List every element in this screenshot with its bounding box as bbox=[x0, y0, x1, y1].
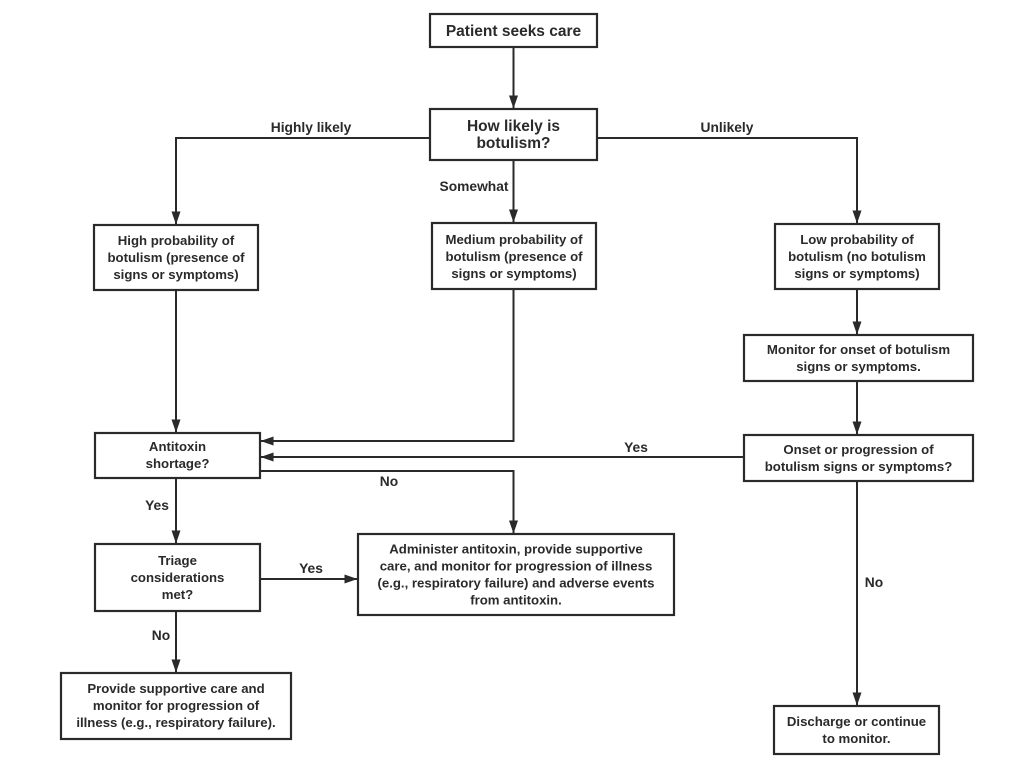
svg-text:to monitor.: to monitor. bbox=[822, 731, 890, 746]
svg-text:Yes: Yes bbox=[145, 498, 169, 513]
svg-text:illness (e.g., respiratory fai: illness (e.g., respiratory failure). bbox=[76, 715, 275, 730]
svg-text:botulism?: botulism? bbox=[476, 135, 550, 152]
svg-text:signs or symptoms): signs or symptoms) bbox=[113, 267, 238, 282]
svg-text:Triage: Triage bbox=[158, 553, 197, 568]
svg-text:from antitoxin.: from antitoxin. bbox=[470, 593, 562, 608]
svg-text:signs or symptoms): signs or symptoms) bbox=[794, 266, 919, 281]
svg-text:botulism (presence of: botulism (presence of bbox=[107, 250, 245, 265]
svg-text:No: No bbox=[152, 628, 170, 643]
svg-text:Highly likely: Highly likely bbox=[271, 120, 352, 135]
svg-text:No: No bbox=[865, 575, 883, 590]
svg-text:Unlikely: Unlikely bbox=[701, 120, 754, 135]
svg-text:No: No bbox=[380, 474, 398, 489]
svg-text:Antitoxin: Antitoxin bbox=[149, 439, 206, 454]
svg-text:Patient seeks care: Patient seeks care bbox=[446, 23, 582, 40]
svg-text:botulism (presence of: botulism (presence of bbox=[445, 249, 583, 264]
svg-text:shortage?: shortage? bbox=[146, 456, 210, 471]
svg-text:Administer antitoxin, provide: Administer antitoxin, provide supportive bbox=[389, 542, 643, 557]
svg-text:considerations: considerations bbox=[131, 570, 225, 585]
svg-text:Provide supportive care and: Provide supportive care and bbox=[87, 681, 264, 696]
svg-text:High probability of: High probability of bbox=[118, 233, 235, 248]
svg-text:botulism (no botulism: botulism (no botulism bbox=[788, 249, 926, 264]
svg-text:Monitor for onset of botulism: Monitor for onset of botulism bbox=[767, 342, 950, 357]
svg-text:Yes: Yes bbox=[299, 561, 323, 576]
svg-text:care, and monitor for progress: care, and monitor for progression of ill… bbox=[380, 559, 653, 574]
svg-text:Low probability of: Low probability of bbox=[800, 232, 914, 247]
svg-text:How likely is: How likely is bbox=[467, 118, 560, 135]
svg-text:Medium probability of: Medium probability of bbox=[445, 232, 583, 247]
svg-text:Onset or progression of: Onset or progression of bbox=[783, 442, 934, 457]
svg-text:botulism signs or symptoms?: botulism signs or symptoms? bbox=[765, 459, 953, 474]
svg-text:Yes: Yes bbox=[624, 440, 648, 455]
svg-text:met?: met? bbox=[162, 587, 194, 602]
svg-text:monitor for progression of: monitor for progression of bbox=[93, 698, 260, 713]
svg-text:signs or symptoms.: signs or symptoms. bbox=[796, 359, 921, 374]
svg-text:Somewhat: Somewhat bbox=[440, 179, 509, 194]
svg-text:signs or symptoms): signs or symptoms) bbox=[451, 266, 576, 281]
svg-text:(e.g., respiratory failure) an: (e.g., respiratory failure) and adverse … bbox=[377, 576, 654, 591]
svg-text:Discharge or continue: Discharge or continue bbox=[787, 714, 926, 729]
